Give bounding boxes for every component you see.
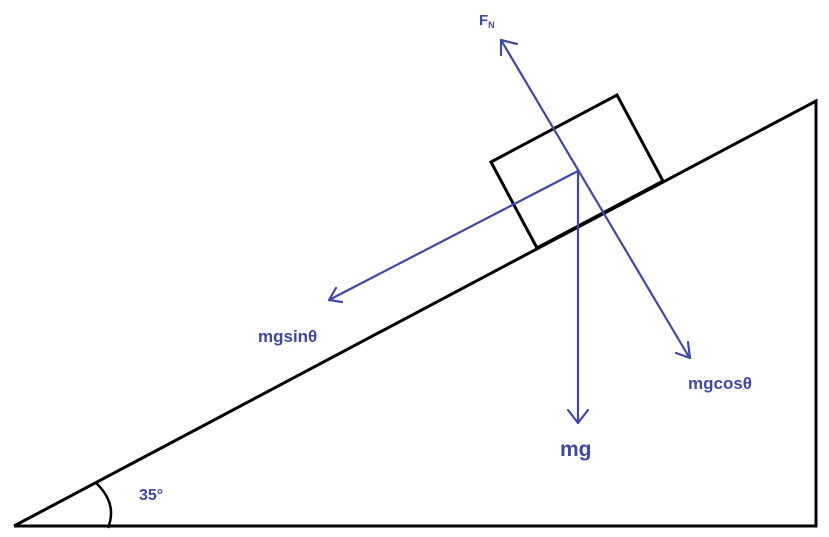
angle-arc <box>94 481 113 529</box>
normal-force-symbol: F <box>479 12 488 29</box>
block <box>488 92 666 251</box>
mgcos-label: mgcosθ <box>688 374 752 393</box>
force-vectors <box>327 38 692 425</box>
mgsin-label: mgsinθ <box>258 327 317 346</box>
mgcos-arrowhead <box>674 340 692 360</box>
mgsin-arrowhead <box>327 286 344 304</box>
normal-force-arrowhead <box>499 38 519 57</box>
normal-force-subscript: N <box>488 20 495 30</box>
incline-surface <box>13 98 818 528</box>
normal-force-vector <box>499 38 691 359</box>
weight-arrowhead <box>566 408 590 425</box>
weight-label: mg <box>560 438 592 461</box>
normal-force-label: FN <box>479 12 495 30</box>
mgsin-vector <box>327 169 580 302</box>
angle-label: 35° <box>139 487 163 504</box>
incline <box>13 98 818 528</box>
